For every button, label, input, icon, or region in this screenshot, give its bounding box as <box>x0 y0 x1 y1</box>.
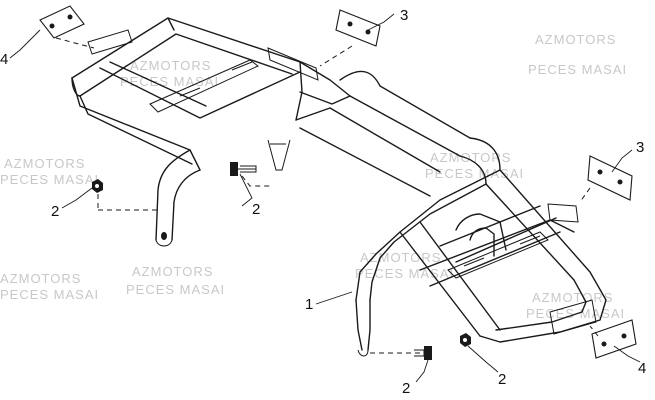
watermark-line2: PECES MASAI <box>126 282 225 297</box>
plate-4-top <box>39 5 85 39</box>
watermark-line1: AZMOTORS <box>535 32 616 47</box>
callout-4-bottom: 4 <box>638 360 646 377</box>
nut-bottom <box>460 333 471 347</box>
watermark-line1: AZMOTORS <box>0 271 81 286</box>
watermark-line2: PECES MASAI <box>528 62 627 77</box>
plate-3-top <box>335 9 381 47</box>
watermark-2: AZMOTORS PECES MASAI <box>528 32 627 77</box>
callout-3-top: 3 <box>400 7 408 24</box>
leader-lines <box>9 13 641 383</box>
watermark-line2: PECES MASAI <box>0 287 99 302</box>
watermark-3: AZMOTORS PECES MASAI <box>0 156 99 187</box>
watermark-line1: AZMOTORS <box>4 156 85 171</box>
watermark-line1: AZMOTORS <box>130 58 211 73</box>
watermark-line1: AZMOTORS <box>360 250 441 265</box>
callout-1: 1 <box>305 296 313 313</box>
watermark-line1: AZMOTORS <box>430 150 511 165</box>
watermark-5: AZMOTORS PECES MASAI <box>0 271 99 302</box>
watermark-line2: PECES MASAI <box>355 266 454 281</box>
bolt-bottom <box>414 346 432 360</box>
callout-2-center: 2 <box>252 201 260 218</box>
callout-labels: 4 2 2 3 3 1 2 2 4 <box>0 7 646 397</box>
callout-2-bottom-right: 2 <box>498 371 506 388</box>
watermark-line2: PECES MASAI <box>0 172 99 187</box>
front-rack <box>299 70 607 357</box>
nut-left <box>92 179 103 193</box>
callout-2-bottom-left: 2 <box>402 380 410 397</box>
plate-3-right <box>587 155 633 201</box>
watermark-line2: PECES MASAI <box>425 166 524 181</box>
plate-4-bottom <box>591 319 637 359</box>
rear-rack <box>71 17 351 247</box>
watermark-line1: AZMOTORS <box>132 264 213 279</box>
callout-2-left: 2 <box>51 203 59 220</box>
bolt-center <box>230 162 257 176</box>
watermark-6: AZMOTORS PECES MASAI <box>126 264 225 297</box>
watermark-8: AZMOTORS PECES MASAI <box>526 290 624 321</box>
assembly-lines <box>55 37 599 354</box>
callout-4-top: 4 <box>0 51 8 68</box>
watermark-line2: PECES MASAI <box>120 74 219 89</box>
watermark-group: AZMOTORS PECES MASAI AZMOTORS PECES MASA… <box>0 32 627 321</box>
watermark-7: AZMOTORS PECES MASAI <box>355 250 454 281</box>
callout-3-right: 3 <box>636 139 644 156</box>
watermark-4: AZMOTORS PECES MASAI <box>425 150 524 181</box>
